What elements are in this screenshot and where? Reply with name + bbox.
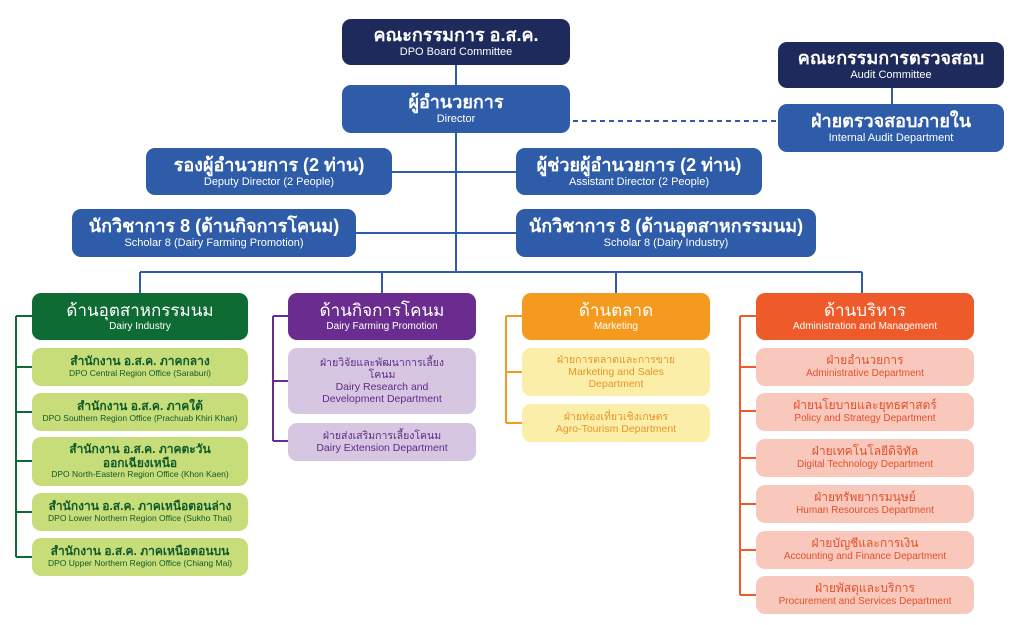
audit-committee-box: คณะกรรมการตรวจสอบ Audit Committee — [778, 42, 1004, 88]
farming-header: ด้านกิจการโคนม Dairy Farming Promotion — [288, 293, 476, 340]
marketing-item: ฝ่ายท่องเที่ยวเชิงเกษตร Agro-Tourism Dep… — [522, 404, 710, 442]
marketing-item: ฝ่ายการตลาดและการขาย Marketing and Sales… — [522, 348, 710, 396]
admin-header-en: Administration and Management — [793, 320, 937, 332]
industry-header: ด้านอุตสาหกรรมนม Dairy Industry — [32, 293, 248, 340]
assistant-director-en: Assistant Director (2 People) — [569, 175, 709, 188]
scholar-industry-en: Scholar 8 (Dairy Industry) — [603, 237, 729, 250]
board-committee-en: DPO Board Committee — [399, 46, 513, 59]
farming-item-th: ฝ่ายวิจัยและพัฒนาการเลี้ยงโคนม — [320, 356, 444, 381]
admin-header-th: ด้านบริหาร — [823, 300, 906, 320]
farming-item: ฝ่ายวิจัยและพัฒนาการเลี้ยงโคนม Dairy Res… — [288, 348, 476, 414]
industry-item: สำนักงาน อ.ส.ค. ภาคกลาง DPO Central Regi… — [32, 348, 248, 386]
industry-item: สำนักงาน อ.ส.ค. ภาคเหนือตอนบน DPO Upper … — [32, 538, 248, 576]
scholar-industry-box: นักวิชาการ 8 (ด้านอุตสาหกรรมนม) Scholar … — [516, 209, 816, 257]
scholar-farming-box: นักวิชาการ 8 (ด้านกิจการโคนม) Scholar 8 … — [72, 209, 356, 257]
admin-item: ฝ่ายเทคโนโลยีดิจิทัล Digital Technology … — [756, 439, 974, 477]
admin-item-th: ฝ่ายทรัพยากรมนุษย์ — [814, 490, 916, 505]
industry-item-th: สำนักงาน อ.ส.ค. ภาคเหนือตอนล่าง — [48, 499, 232, 514]
director-th: ผู้อำนวยการ — [408, 92, 504, 113]
deputy-director-th: รองผู้อำนวยการ (2 ท่าน) — [173, 154, 365, 175]
admin-item-en: Accounting and Finance Department — [783, 551, 947, 563]
scholar-farming-th: นักวิชาการ 8 (ด้านกิจการโคนม) — [88, 216, 340, 237]
admin-item: ฝ่ายบัญชีและการเงิน Accounting and Finan… — [756, 531, 974, 569]
admin-item-en: Policy and Strategy Department — [794, 413, 936, 425]
industry-item-en: DPO North-Eastern Region Office (Khon Ka… — [51, 469, 229, 480]
industry-header-th: ด้านอุตสาหกรรมนม — [66, 300, 214, 320]
marketing-header-en: Marketing — [594, 320, 638, 332]
industry-item-th: สำนักงาน อ.ส.ค. ภาคใต้ — [77, 399, 203, 414]
admin-item-th: ฝ่ายเทคโนโลยีดิจิทัล — [811, 444, 919, 459]
industry-item-th: สำนักงาน อ.ส.ค. ภาคกลาง — [70, 354, 210, 369]
audit-committee-en: Audit Committee — [850, 69, 932, 82]
admin-item: ฝ่ายพัสดุและบริการ Procurement and Servi… — [756, 576, 974, 614]
internal-audit-box: ฝ่ายตรวจสอบภายใน Internal Audit Departme… — [778, 104, 1004, 152]
industry-item-en: DPO Upper Northern Region Office (Chiang… — [47, 558, 233, 569]
industry-item: สำนักงาน อ.ส.ค. ภาคเหนือตอนล่าง DPO Lowe… — [32, 493, 248, 531]
scholar-industry-th: นักวิชาการ 8 (ด้านอุตสาหกรรมนม) — [528, 216, 804, 237]
admin-item: ฝ่ายนโยบายและยุทธศาสตร์ Policy and Strat… — [756, 393, 974, 431]
internal-audit-th: ฝ่ายตรวจสอบภายใน — [810, 111, 972, 132]
farming-item-th: ฝ่ายส่งเสริมการเลี้ยงโคนม — [322, 429, 442, 442]
admin-item-en: Procurement and Services Department — [778, 596, 952, 608]
marketing-item-th: ฝ่ายการตลาดและการขาย — [556, 353, 676, 366]
deputy-director-box: รองผู้อำนวยการ (2 ท่าน) Deputy Director … — [146, 148, 392, 195]
admin-item: ฝ่ายอำนวยการ Administrative Department — [756, 348, 974, 386]
board-committee-box: คณะกรรมการ อ.ส.ค. DPO Board Committee — [342, 19, 570, 65]
farming-item-en: Dairy Extension Department — [316, 442, 448, 454]
marketing-item-en: Agro-Tourism Department — [555, 423, 677, 435]
farming-header-th: ด้านกิจการโคนม — [319, 300, 445, 320]
industry-item-th: สำนักงาน อ.ส.ค. ภาคเหนือตอนบน — [50, 544, 230, 559]
internal-audit-en: Internal Audit Department — [828, 132, 954, 145]
industry-item-th: สำนักงาน อ.ส.ค. ภาคตะวันออกเฉียงเหนือ — [69, 441, 211, 470]
farming-item-en: Dairy Research and Development Departmen… — [322, 381, 442, 406]
farming-header-en: Dairy Farming Promotion — [326, 320, 438, 332]
assistant-director-th: ผู้ช่วยผู้อำนวยการ (2 ท่าน) — [536, 154, 742, 175]
industry-item-en: DPO Southern Region Office (Prachuab Khi… — [42, 413, 238, 424]
industry-item: สำนักงาน อ.ส.ค. ภาคใต้ DPO Southern Regi… — [32, 393, 248, 431]
industry-item-en: DPO Lower Northern Region Office (Sukho … — [48, 513, 232, 524]
industry-header-en: Dairy Industry — [109, 320, 171, 332]
farming-item: ฝ่ายส่งเสริมการเลี้ยงโคนม Dairy Extensio… — [288, 423, 476, 461]
audit-committee-th: คณะกรรมการตรวจสอบ — [797, 48, 985, 69]
admin-item-th: ฝ่ายบัญชีและการเงิน — [811, 536, 919, 551]
admin-header: ด้านบริหาร Administration and Management — [756, 293, 974, 340]
admin-item-th: ฝ่ายอำนวยการ — [826, 353, 904, 368]
assistant-director-box: ผู้ช่วยผู้อำนวยการ (2 ท่าน) Assistant Di… — [516, 148, 762, 195]
admin-item-th: ฝ่ายนโยบายและยุทธศาสตร์ — [793, 398, 937, 413]
industry-item-en: DPO Central Region Office (Saraburi) — [68, 368, 212, 379]
director-box: ผู้อำนวยการ Director — [342, 85, 570, 133]
deputy-director-en: Deputy Director (2 People) — [203, 175, 335, 188]
admin-item-en: Digital Technology Department — [796, 459, 933, 471]
admin-item-en: Administrative Department — [806, 368, 924, 380]
marketing-item-en: Marketing and Sales Department — [568, 365, 664, 391]
marketing-header-th: ด้านตลาด — [578, 300, 654, 320]
admin-item-en: Human Resources Department — [796, 505, 934, 517]
marketing-item-th: ฝ่ายท่องเที่ยวเชิงเกษตร — [563, 410, 669, 423]
admin-item: ฝ่ายทรัพยากรมนุษย์ Human Resources Depar… — [756, 485, 974, 523]
industry-item: สำนักงาน อ.ส.ค. ภาคตะวันออกเฉียงเหนือ DP… — [32, 437, 248, 486]
scholar-farming-en: Scholar 8 (Dairy Farming Promotion) — [124, 237, 304, 250]
admin-item-th: ฝ่ายพัสดุและบริการ — [815, 581, 915, 596]
board-committee-th: คณะกรรมการ อ.ส.ค. — [373, 25, 539, 46]
marketing-header: ด้านตลาด Marketing — [522, 293, 710, 340]
director-en: Director — [436, 113, 476, 126]
